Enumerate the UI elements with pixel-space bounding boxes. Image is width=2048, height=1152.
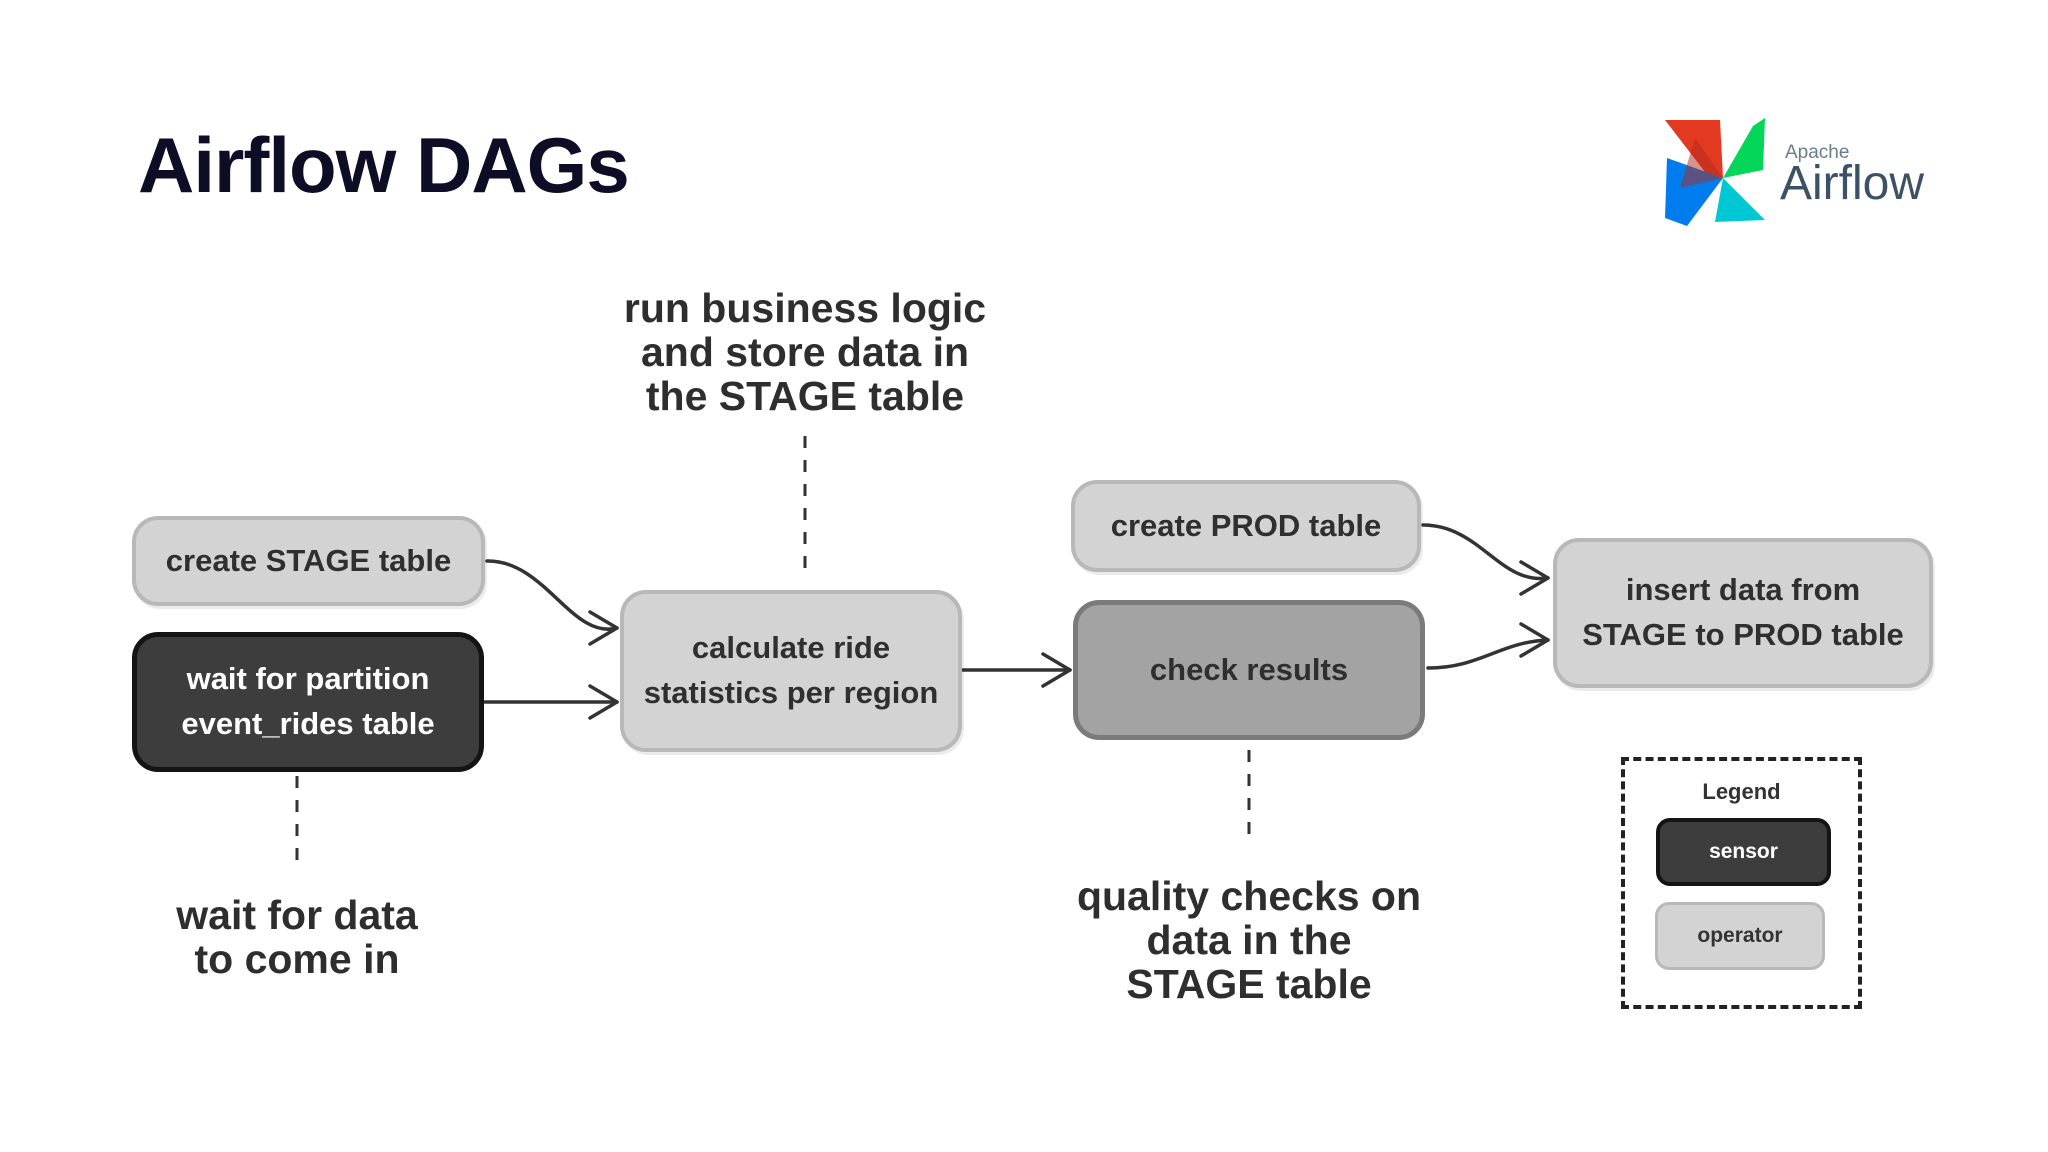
edge-create-stage-to-calc-arrow — [588, 610, 619, 646]
legend-operator-chip: operator — [1655, 902, 1825, 970]
node-calc-line2: statistics per region — [643, 675, 939, 710]
edge-create-stage-to-calc — [485, 559, 619, 631]
annotation-wait-for-data: wait for data to come in — [137, 892, 457, 982]
node-wait-line1: wait for partition — [186, 661, 430, 697]
airflow-pinwheel-logo-icon — [1665, 118, 1765, 226]
node-create-stage-table: create STAGE table — [132, 516, 485, 606]
annotation-wait-line2: to come in — [194, 935, 400, 982]
node-wait-line2: event_rides table — [181, 706, 435, 741]
legend-sensor-label: sensor — [1709, 840, 1778, 863]
logo-apache-text: Apache — [1785, 142, 1850, 163]
edge-check-to-insert-arrow — [1519, 622, 1550, 658]
edge-create-prod-to-insert-arrow — [1519, 560, 1550, 596]
legend-box — [1621, 757, 1862, 1009]
annotation-quality-line2: data in the — [1146, 916, 1352, 963]
node-calc-line1: calculate ride — [691, 630, 891, 666]
node-calculate-ride-statistics: calculate ride statistics per region — [620, 590, 962, 752]
annotation-wait-line1: wait for data — [176, 892, 418, 938]
edge-check-to-insert — [1426, 638, 1550, 670]
node-create-prod-table: create PROD table — [1071, 480, 1421, 572]
legend-title: Legend — [1702, 779, 1781, 804]
page-title: Airflow DAGs — [138, 121, 630, 209]
legend-operator-label: operator — [1697, 924, 1783, 947]
annotation-business-line3: the STAGE table — [645, 372, 965, 419]
annotation-business-logic: run business logic and store data in the… — [585, 285, 1025, 419]
node-check-results-label: check results — [1149, 651, 1349, 687]
node-check-results: check results — [1073, 600, 1425, 740]
annotation-quality-checks: quality checks on data in the STAGE tabl… — [1029, 873, 1469, 1007]
edge-calc-to-check-arrow — [1041, 652, 1072, 688]
node-wait-for-partition: wait for partition event_rides table — [132, 632, 484, 772]
node-insert-data: insert data from STAGE to PROD table — [1553, 538, 1933, 688]
annotation-business-line2: and store data in — [640, 328, 970, 375]
node-create-prod-label: create PROD table — [1110, 507, 1382, 543]
annotation-quality-line3: STAGE table — [1126, 960, 1372, 1007]
annotation-business-line1: run business logic — [623, 285, 987, 331]
logo-airflow-text: Airflow — [1780, 157, 1925, 210]
node-insert-line2: STAGE to PROD table — [1582, 617, 1904, 652]
node-insert-line1: insert data from — [1625, 572, 1861, 608]
node-create-stage-label: create STAGE table — [165, 542, 452, 578]
edge-create-prod-to-insert — [1421, 523, 1550, 581]
legend-sensor-chip: sensor — [1656, 818, 1831, 886]
edge-wait-to-calc-arrow — [588, 684, 619, 720]
annotation-quality-line1: quality checks on — [1076, 873, 1422, 919]
